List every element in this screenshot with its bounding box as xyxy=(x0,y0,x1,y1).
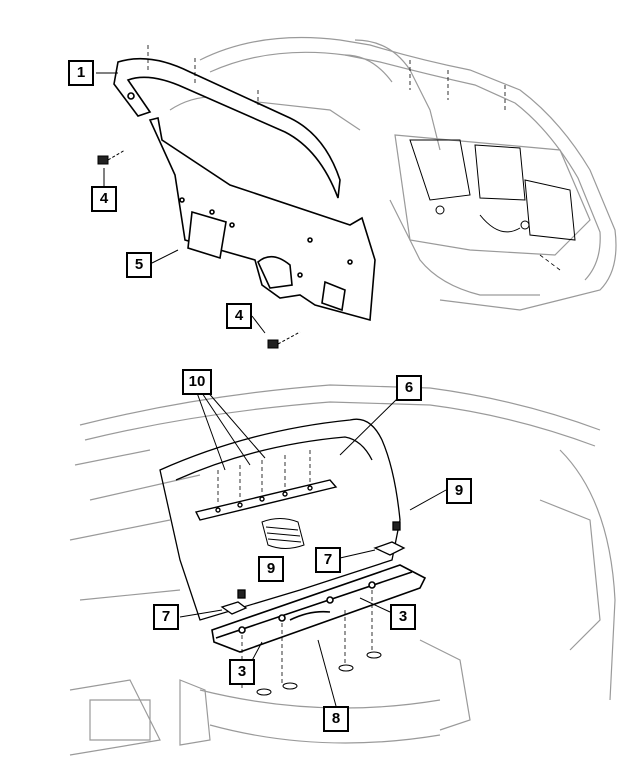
callout-7-clip-right[interactable]: 7 xyxy=(315,547,341,573)
leader-lines-lower xyxy=(179,389,447,707)
speaker-grille xyxy=(261,518,305,549)
callout-5-trim-panel[interactable]: 5 xyxy=(126,252,152,278)
dash-guides-lower xyxy=(217,450,373,690)
callout-1-garnish[interactable]: 1 xyxy=(68,60,94,86)
vehicle-body-outline xyxy=(69,384,616,756)
scuff-plate-part xyxy=(211,564,427,653)
retainer-clip-part xyxy=(220,521,406,615)
callout-9-plug-left[interactable]: 9 xyxy=(258,556,284,582)
callout-3-fastener-left[interactable]: 3 xyxy=(229,659,255,685)
liftgate-opening xyxy=(159,418,401,621)
liftgate-outline xyxy=(169,36,617,311)
callout-4-screw-upper[interactable]: 4 xyxy=(91,186,117,212)
liftgate-inner-panel xyxy=(409,139,576,241)
upper-garnish-part xyxy=(113,57,341,199)
callout-3-fastener-right[interactable]: 3 xyxy=(390,604,416,630)
leader-lines-upper xyxy=(96,72,266,334)
header-trim-part xyxy=(194,479,338,521)
trim-panel-part xyxy=(148,117,376,322)
callout-6-header-trim[interactable]: 6 xyxy=(396,375,422,401)
callout-4-screw-lower[interactable]: 4 xyxy=(226,303,252,329)
floor-fasteners xyxy=(256,651,382,696)
screw-part xyxy=(97,149,301,349)
dash-guides-upper xyxy=(147,45,561,271)
callout-10-push-pins[interactable]: 10 xyxy=(182,369,212,395)
callout-8-scuff-plate[interactable]: 8 xyxy=(323,706,349,732)
callout-9-plug-right[interactable]: 9 xyxy=(446,478,472,504)
callout-7-clip-left[interactable]: 7 xyxy=(153,604,179,630)
